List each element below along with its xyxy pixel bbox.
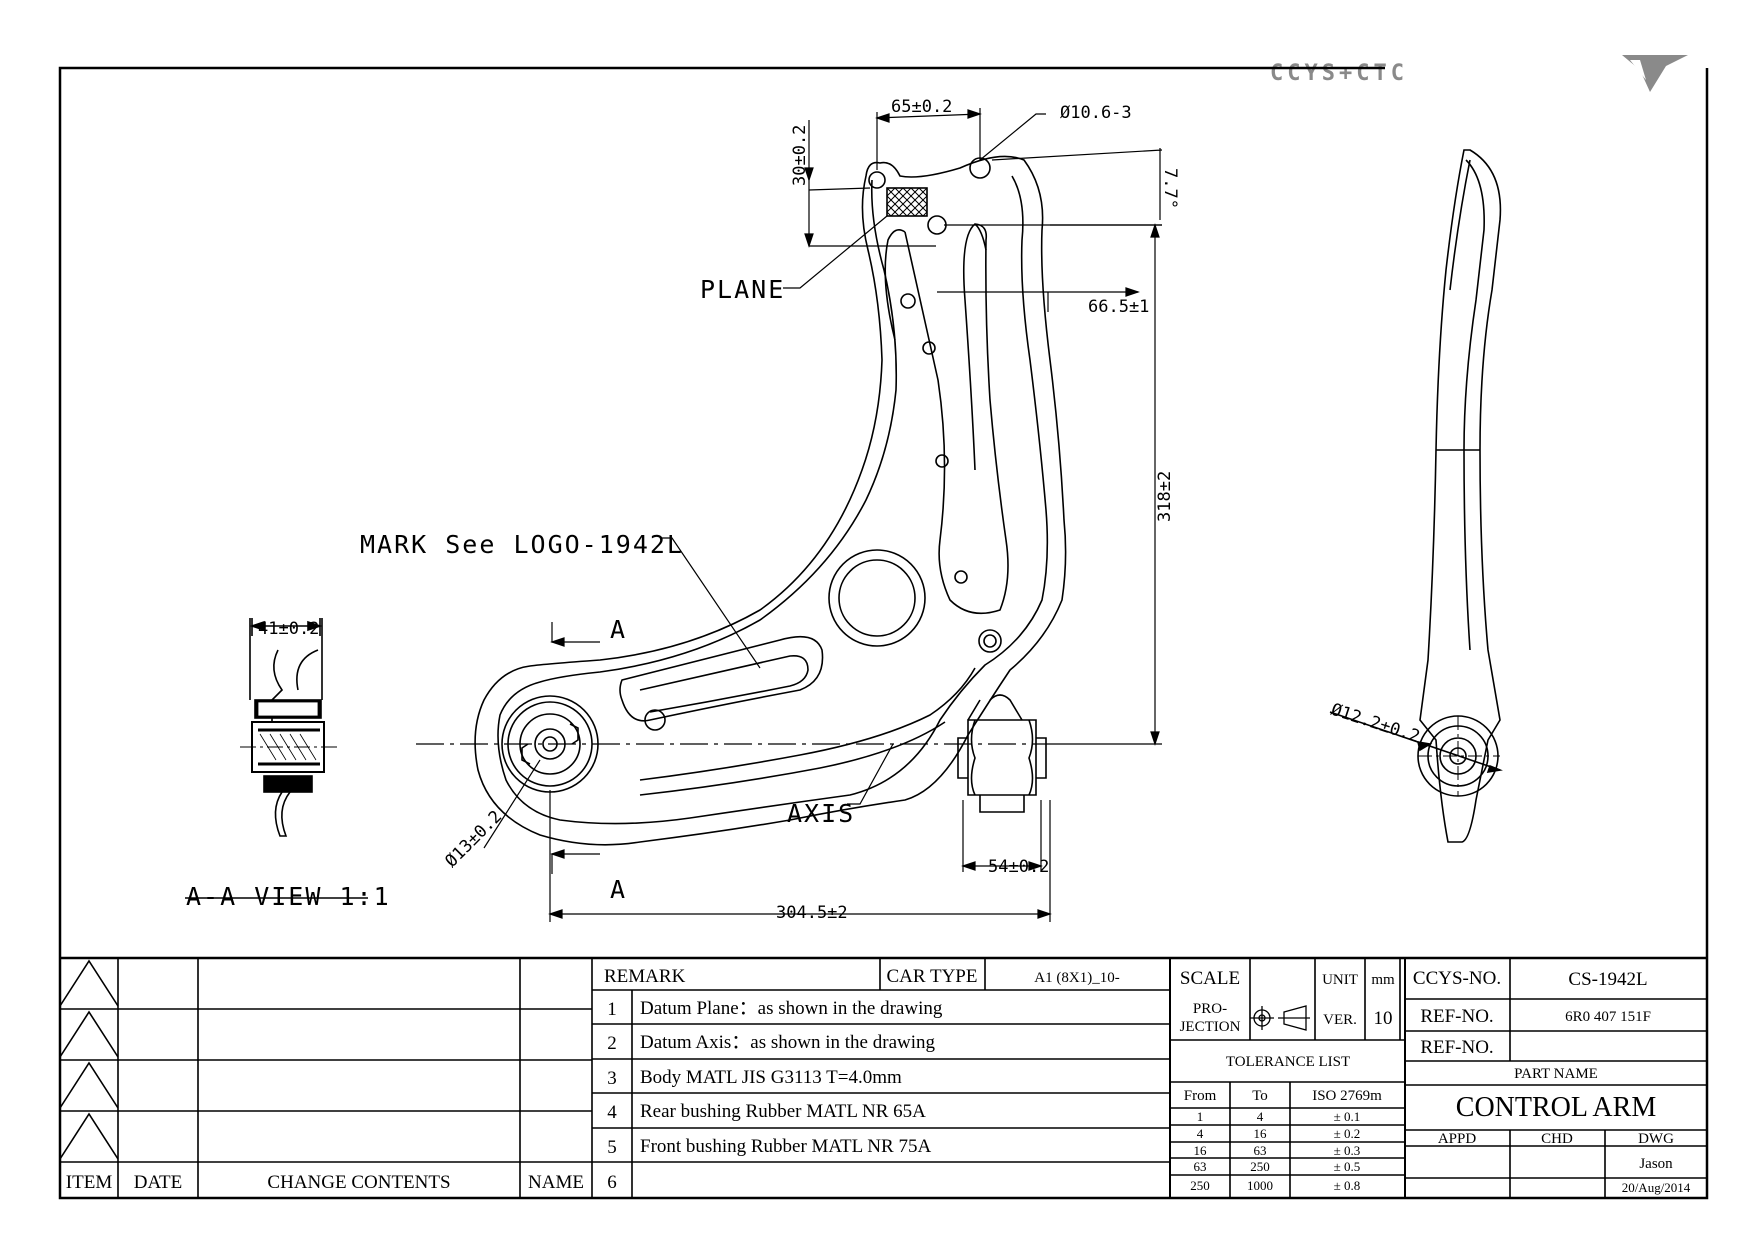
title-block-text: ITEM DATE CHANGE CONTENTS NAME REMARK CA… — [66, 966, 1691, 1195]
tol-to: 1000 — [1247, 1178, 1273, 1193]
sheet-border — [58, 66, 1709, 1200]
tolerance-title: TOLERANCE LIST — [1226, 1054, 1350, 1070]
logo-mark-icon — [1622, 55, 1688, 92]
label-axis: AXIS — [787, 799, 855, 828]
dim-angle: 7.7° — [1160, 168, 1180, 209]
projection-symbol-icon — [1250, 1005, 1310, 1031]
section-a-a-view — [185, 618, 368, 899]
dwg-label: DWG — [1638, 1131, 1674, 1147]
tol-from: 1 — [1197, 1109, 1204, 1124]
appd-label: APPD — [1438, 1131, 1477, 1147]
remark-no: 4 — [607, 1102, 617, 1123]
dim-side-hole: Ø12.2±0.2 — [1328, 700, 1422, 747]
remark-no: 5 — [607, 1137, 617, 1158]
dim-height-top: 30±0.2 — [790, 125, 810, 186]
ref-no-value: 6R0 407 151F — [1565, 1009, 1651, 1025]
header-item: ITEM — [66, 1172, 113, 1193]
remark-text: Rear bushing Rubber MATL NR 65A — [640, 1101, 926, 1122]
dim-hole-top: Ø10.6-3 — [1060, 103, 1132, 123]
header-date: DATE — [134, 1172, 183, 1193]
ccys-no-label: CCYS-NO. — [1413, 968, 1501, 989]
tol-std-header: ISO 2769m — [1312, 1088, 1382, 1104]
tol-value: ± 0.2 — [1334, 1126, 1361, 1141]
chd-label: CHD — [1541, 1131, 1573, 1147]
dim-overall-length: 304.5±2 — [776, 903, 848, 923]
section-marker-bottom: A — [610, 875, 627, 904]
dim-bushing-width: 41±0.2 — [258, 619, 319, 639]
view-title: A-A VIEW 1:1 — [186, 882, 391, 911]
dimension-lines — [483, 108, 1163, 922]
ccys-no-value: CS-1942L — [1568, 969, 1647, 990]
part-name-label: PART NAME — [1514, 1066, 1598, 1082]
tol-to: 250 — [1250, 1159, 1270, 1174]
scale-label: SCALE — [1180, 968, 1240, 989]
remark-text: Body MATL JIS G3113 T=4.0mm — [640, 1067, 902, 1088]
tol-to: 16 — [1254, 1126, 1268, 1141]
ref-no-label: REF-NO. — [1420, 1006, 1493, 1027]
drawing-annotations: 65±0.2 Ø10.6-3 30±0.2 7.7° 66.5±1 318±2 … — [186, 97, 1422, 923]
projection-label: JECTION — [1180, 1019, 1241, 1035]
tol-from-header: From — [1184, 1088, 1217, 1104]
label-plane: PLANE — [700, 275, 785, 304]
tol-to-header: To — [1252, 1088, 1268, 1104]
ref-no-label: REF-NO. — [1420, 1037, 1493, 1058]
tol-value: ± 0.8 — [1334, 1178, 1361, 1193]
title-block-grid — [59, 956, 1707, 1198]
unit-label: UNIT — [1322, 972, 1358, 988]
tol-value: ± 0.5 — [1334, 1159, 1361, 1174]
dim-width-top: 65±0.2 — [891, 97, 952, 117]
remark-header: REMARK — [604, 966, 686, 987]
dim-rear-bushing: 54±0.2 — [988, 857, 1049, 877]
tol-from: 63 — [1194, 1159, 1207, 1174]
control-arm-top-view — [416, 155, 1067, 846]
remark-text: Datum Plane：as shown in the drawing — [640, 998, 943, 1019]
logo-text: CCYS+CTC — [1270, 61, 1408, 86]
tol-to: 63 — [1254, 1143, 1267, 1158]
header-name: NAME — [528, 1172, 584, 1193]
tol-from: 250 — [1190, 1178, 1210, 1193]
remark-no: 3 — [607, 1068, 617, 1089]
dim-bore: Ø13±0.2 — [441, 807, 506, 872]
tol-to: 4 — [1257, 1109, 1264, 1124]
dim-height-main: 318±2 — [1155, 471, 1175, 522]
remark-text: Front bushing Rubber MATL NR 75A — [640, 1136, 931, 1157]
unit-value: mm — [1371, 972, 1395, 988]
tol-value: ± 0.3 — [1334, 1143, 1361, 1158]
side-view — [1329, 149, 1503, 843]
ver-label: VER. — [1323, 1012, 1357, 1028]
remark-no: 1 — [607, 999, 617, 1020]
part-name-value: CONTROL ARM — [1456, 1092, 1657, 1123]
header-change-contents: CHANGE CONTENTS — [267, 1172, 450, 1193]
brand-logo: CCYS+CTC — [1270, 55, 1688, 92]
remark-text: Datum Axis：as shown in the drawing — [640, 1032, 936, 1053]
dim-offset: 66.5±1 — [1088, 297, 1149, 317]
projection-label: PRO- — [1193, 1001, 1227, 1017]
drawing-date: 20/Aug/2014 — [1622, 1180, 1691, 1195]
tol-value: ± 0.1 — [1334, 1109, 1361, 1124]
car-type-value: A1 (8X1)_10- — [1034, 970, 1119, 986]
car-type-label: CAR TYPE — [887, 966, 978, 987]
remark-no: 2 — [607, 1033, 617, 1054]
drawn-by: Jason — [1639, 1156, 1673, 1172]
remark-no: 6 — [607, 1172, 617, 1193]
section-marker-top: A — [610, 615, 627, 644]
label-mark: MARK See LOGO-1942L — [360, 530, 684, 559]
ver-value: 10 — [1374, 1008, 1393, 1029]
tol-from: 16 — [1194, 1143, 1208, 1158]
tol-from: 4 — [1197, 1126, 1204, 1141]
